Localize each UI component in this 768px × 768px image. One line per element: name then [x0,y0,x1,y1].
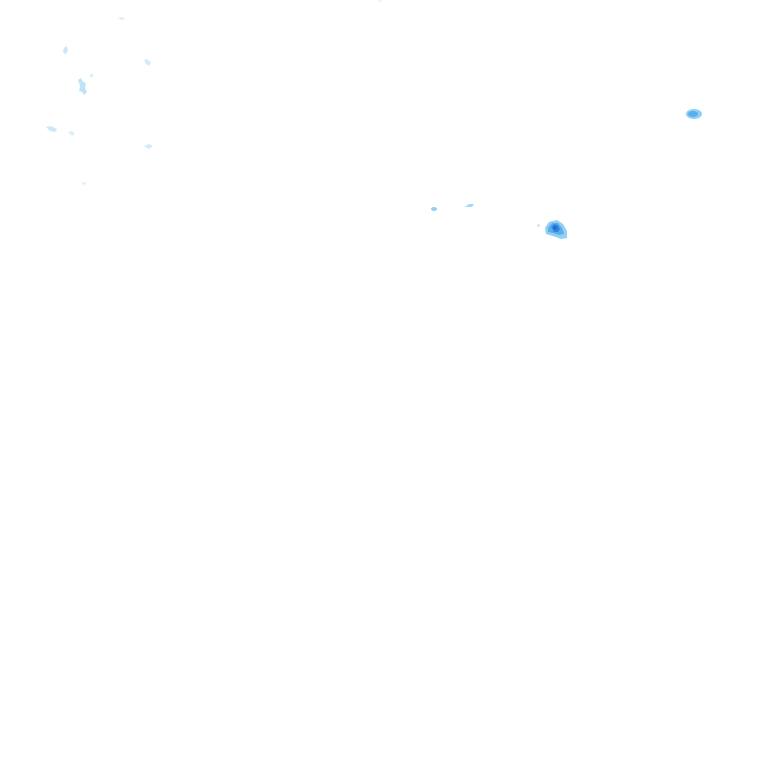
echo-speck [144,59,151,66]
scattered-echoes-center [431,204,540,227]
echo-cell [431,207,437,211]
scattered-echoes-northwest [46,0,382,185]
echo-speck [378,0,382,2]
echo-speck [118,17,125,20]
echo-speck [78,78,87,95]
echo-core-center [553,226,557,230]
echo-speck [63,46,68,54]
echo-moderate [688,111,698,117]
echo-cell [465,204,474,207]
storm-cell-main [545,220,567,239]
echo-speck [144,144,153,149]
echo-speck [90,74,93,77]
echo-cell [537,223,540,227]
echo-speck [46,126,57,132]
echo-speck [82,182,86,185]
echo-speck [68,131,75,136]
storm-cell-east [686,109,702,119]
